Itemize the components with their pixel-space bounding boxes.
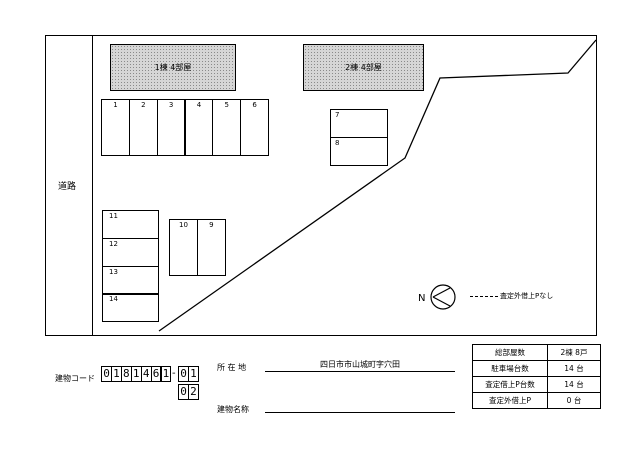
parking-slot-4: 4 bbox=[184, 99, 214, 156]
building-code-label: 建物コード bbox=[55, 374, 95, 383]
table-cell-label: 査定借上P台数 bbox=[472, 376, 548, 393]
building-code-sub-1: 0 1 bbox=[178, 366, 199, 382]
parking-slot-9: 9 bbox=[196, 219, 226, 276]
parking-slot-12: 12 bbox=[102, 237, 159, 267]
site-plan-frame bbox=[45, 35, 597, 336]
table-row: 総部屋数 2棟 8戸 bbox=[472, 344, 601, 361]
parking-slot-7: 7 bbox=[330, 109, 388, 138]
north-arrow-icon: N bbox=[418, 284, 456, 310]
parking-row-1-6: 1 2 3 4 5 6 bbox=[101, 99, 270, 156]
code-digit: 1 bbox=[187, 366, 199, 382]
table-cell-label: 総部屋数 bbox=[472, 344, 548, 361]
building-name-value bbox=[265, 412, 455, 413]
parking-slot-1: 1 bbox=[101, 99, 130, 156]
building-code-digits: 0 1 8 1 4 6 1 bbox=[101, 366, 172, 382]
address-value: 四日市市山城町字穴田 bbox=[265, 359, 455, 372]
parking-slot-13: 13 bbox=[102, 265, 159, 295]
road-boundary-line bbox=[92, 36, 93, 335]
table-cell-value: 0 台 bbox=[547, 392, 601, 409]
building-1: 1棟 4部屋 bbox=[110, 44, 236, 91]
building-1-label: 1棟 4部屋 bbox=[154, 63, 192, 72]
building-name-label: 建物名称 bbox=[217, 405, 249, 414]
parking-slot-11: 11 bbox=[102, 210, 159, 239]
legend: 査定外借上Pなし bbox=[470, 291, 553, 301]
code-digit: 1 bbox=[160, 366, 172, 382]
parking-slot-5: 5 bbox=[212, 99, 242, 156]
legend-text: 査定外借上Pなし bbox=[500, 292, 554, 300]
table-cell-value: 14 台 bbox=[547, 360, 601, 377]
building-2-label: 2棟 4部屋 bbox=[345, 63, 382, 72]
parking-column-11-14: 11 12 13 14 bbox=[102, 210, 159, 323]
parking-slot-3: 3 bbox=[156, 99, 186, 156]
address-label: 所 在 地 bbox=[217, 363, 247, 372]
road-label: 道路 bbox=[58, 182, 77, 192]
building-2: 2棟 4部屋 bbox=[303, 44, 424, 91]
property-boundary-line bbox=[158, 39, 597, 332]
parking-slot-6: 6 bbox=[240, 99, 270, 156]
parking-slot-14: 14 bbox=[102, 293, 159, 323]
parking-slot-10: 10 bbox=[169, 219, 198, 276]
parking-row-10-9: 10 9 bbox=[169, 219, 226, 276]
parking-slot-8: 8 bbox=[330, 136, 388, 166]
table-row: 査定外借上P 0 台 bbox=[472, 392, 601, 409]
table-row: 駐車場台数 14 台 bbox=[472, 360, 601, 377]
building-code-sub-2: 0 2 bbox=[178, 384, 199, 400]
legend-dash-line bbox=[470, 295, 498, 297]
parking-column-7-8: 7 8 bbox=[330, 109, 388, 166]
table-cell-value: 14 台 bbox=[547, 376, 601, 393]
north-mark: N bbox=[418, 293, 425, 304]
table-cell-label: 査定外借上P bbox=[472, 392, 548, 409]
table-row: 査定借上P台数 14 台 bbox=[472, 376, 601, 393]
table-cell-value: 2棟 8戸 bbox=[547, 344, 601, 361]
summary-table: 総部屋数 2棟 8戸 駐車場台数 14 台 査定借上P台数 14 台 査定外借上… bbox=[472, 344, 601, 409]
parking-slot-2: 2 bbox=[128, 99, 158, 156]
table-cell-label: 駐車場台数 bbox=[472, 360, 548, 377]
code-digit: 2 bbox=[187, 384, 199, 400]
code-separator: - bbox=[172, 368, 176, 379]
